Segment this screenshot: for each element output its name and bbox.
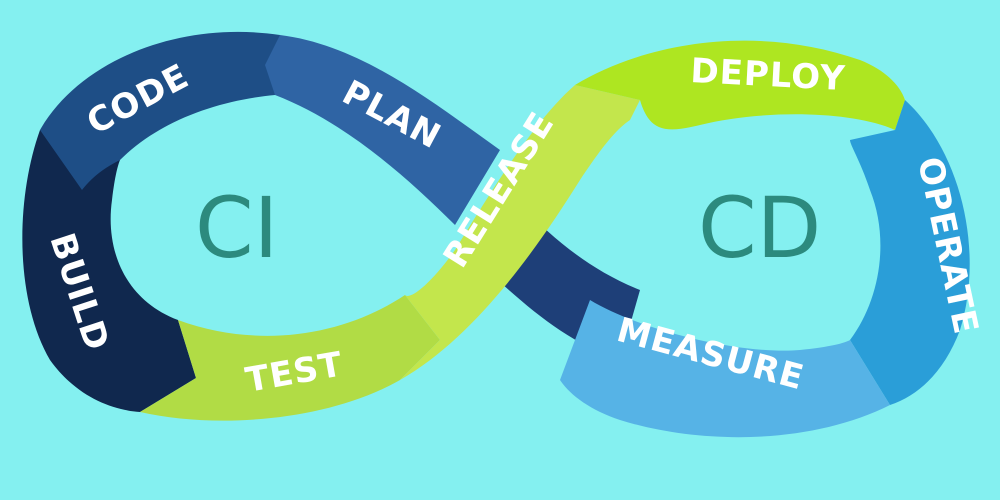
label-deploy: DEPLOY: [690, 51, 847, 99]
segment-test: [140, 295, 440, 421]
segment-release: [400, 85, 640, 380]
center-label-ci: CI: [195, 179, 278, 277]
segment-plan: [265, 35, 500, 225]
segment-build: [22, 130, 197, 412]
segment-operate: [850, 100, 970, 405]
segment-code: [40, 31, 280, 190]
center-label-cd: CD: [698, 179, 821, 277]
segment-measure: [560, 300, 890, 438]
segment-deploy: [575, 40, 905, 131]
